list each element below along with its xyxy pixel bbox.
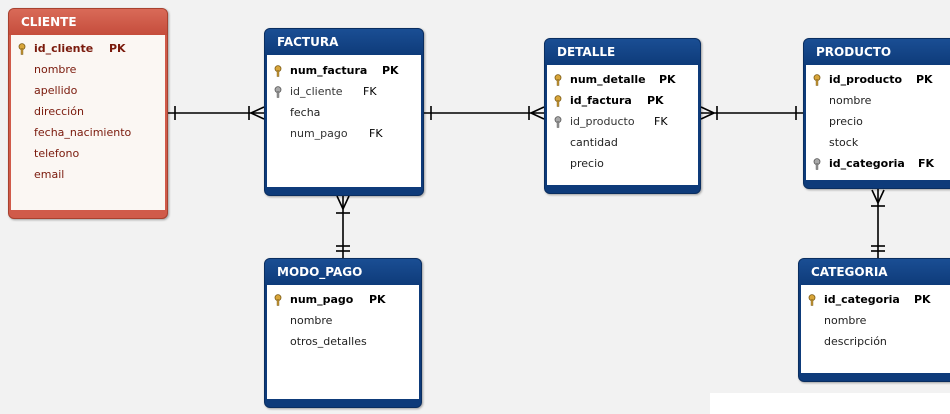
entity-title: FACTURA [265,29,423,55]
entity-categoria[interactable]: CATEGORIA id_categoria PK nombre descrip… [798,258,950,382]
gold-key-icon [813,74,821,86]
field-key: PK [659,73,676,86]
entity-title: MODO_PAGO [265,259,421,285]
field-name: id_categoria [824,293,900,306]
entity-producto[interactable]: PRODUCTO id_producto PK nombre precio st… [803,38,950,189]
field-name: num_pago [290,127,348,140]
field-name: dirección [34,105,84,118]
field-name: apellido [34,84,78,97]
entity-fields: id_categoria PK nombre descripción [801,285,950,373]
field-key: FK [654,115,668,128]
gray-key-icon [274,86,282,98]
field-name: nombre [829,94,872,107]
field-name: telefono [34,147,80,160]
entity-fields: num_factura PK id_cliente FK fecha num_p… [267,55,421,187]
relationship-categoria-producto [871,189,885,259]
field-key: PK [914,293,931,306]
field-name: nombre [824,314,867,327]
field-name: id_producto [570,115,635,128]
field-key: PK [382,64,399,77]
field-row: id_cliente PK [11,39,165,59]
gold-key-icon [808,294,816,306]
field-name: num_detalle [570,73,646,86]
field-key: PK [369,293,386,306]
entity-fields: id_producto PK nombre precio stock id_ca… [806,65,950,180]
field-key: PK [647,94,664,107]
entity-fields: id_cliente PK nombre apellido dirección … [11,35,165,210]
field-key: PK [109,42,126,55]
entity-title: DETALLE [545,39,700,65]
field-name: email [34,168,65,181]
entity-modo-pago[interactable]: MODO_PAGO num_pago PK nombre otros_detal… [264,258,422,408]
gold-key-icon [274,65,282,77]
entity-fields: num_pago PK nombre otros_detalles [267,285,419,399]
relationship-producto-detalle [700,106,803,120]
field-key: FK [369,127,383,140]
entity-cliente[interactable]: CLIENTE id_cliente PK nombre apellido di… [8,8,168,219]
relationship-factura-detalle [424,106,545,120]
field-name: fecha [290,106,321,119]
field-name: precio [570,157,604,170]
field-name: id_factura [570,94,632,107]
gray-key-icon [813,158,821,170]
field-name: id_categoria [829,157,905,170]
field-name: descripción [824,335,887,348]
field-name: nombre [290,314,333,327]
gold-key-icon [18,43,26,55]
field-name: stock [829,136,859,149]
entity-title: PRODUCTO [804,39,950,65]
blank-corner [710,393,950,414]
field-key: FK [363,85,377,98]
field-name: id_producto [829,73,903,86]
field-name: nombre [34,63,77,76]
gold-key-icon [274,294,282,306]
field-name: fecha_nacimiento [34,126,132,139]
gray-key-icon [554,116,562,128]
entity-fields: num_detalle PK id_factura PK id_producto… [547,65,698,185]
gold-key-icon [554,74,562,86]
relationship-cliente-factura [168,106,265,120]
field-name: otros_detalles [290,335,367,348]
field-name: precio [829,115,863,128]
field-key: FK [918,157,935,170]
field-name: cantidad [570,136,618,149]
field-name: num_pago [290,293,354,306]
field-name: id_cliente [290,85,343,98]
entity-detalle[interactable]: DETALLE num_detalle PK id_factura PK id_… [544,38,701,194]
field-key: PK [916,73,933,86]
entity-title: CLIENTE [9,9,167,35]
entity-title: CATEGORIA [799,259,950,285]
entity-factura[interactable]: FACTURA num_factura PK id_cliente FK fec… [264,28,424,196]
field-name: id_cliente [34,42,94,55]
gold-key-icon [554,95,562,107]
field-name: num_factura [290,64,368,77]
relationship-modo-pago-factura [336,195,350,259]
